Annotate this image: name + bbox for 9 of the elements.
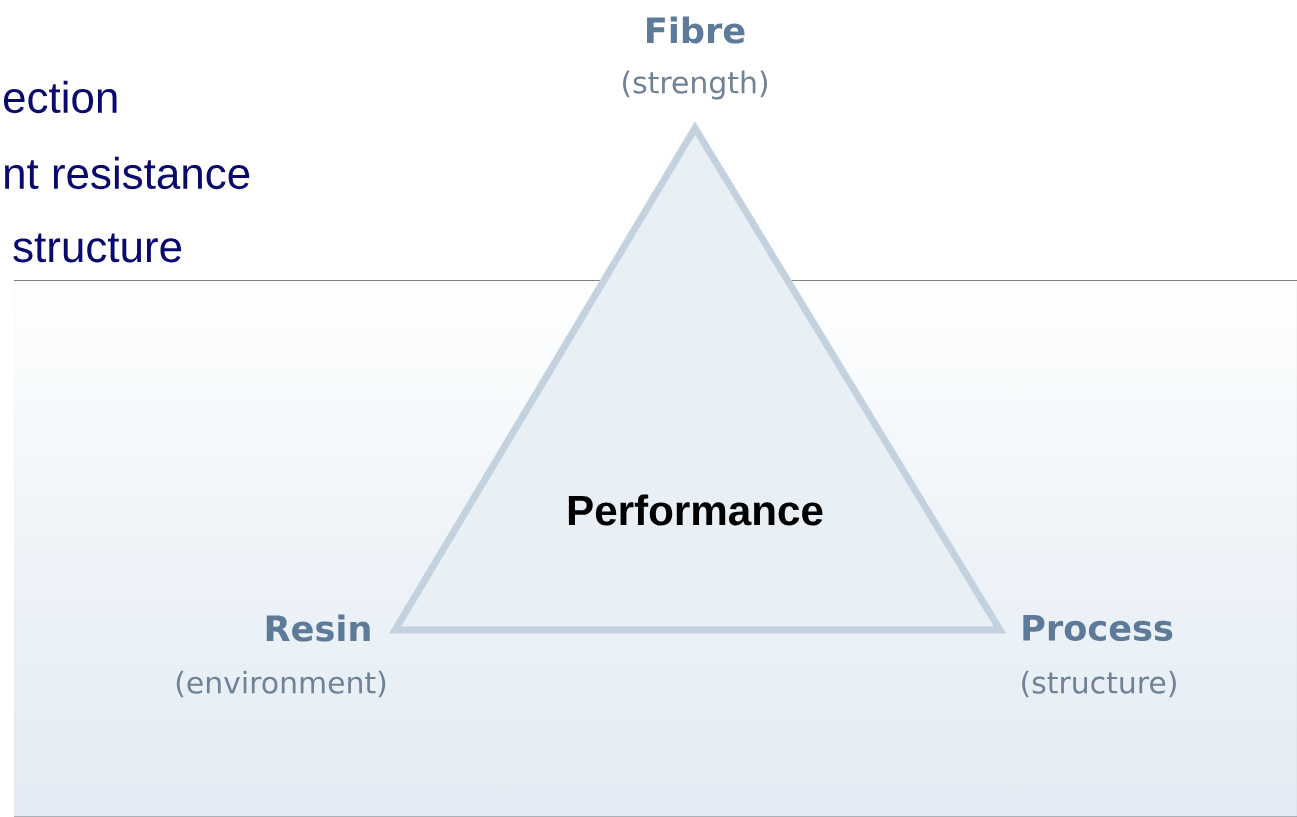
vertex-caption: (strength) [623,70,768,100]
vertex-caption: (structure) [1022,670,1176,698]
vertex-label: Resin [266,614,370,642]
vertex-label: Process [1023,614,1173,642]
bullet-text: structure [13,233,182,263]
vertex-caption: (environment) [176,670,386,698]
bullet-text: ection [4,80,117,114]
vertex-label: Fibre [647,16,745,44]
bullet-text: nt resistance [5,156,250,190]
